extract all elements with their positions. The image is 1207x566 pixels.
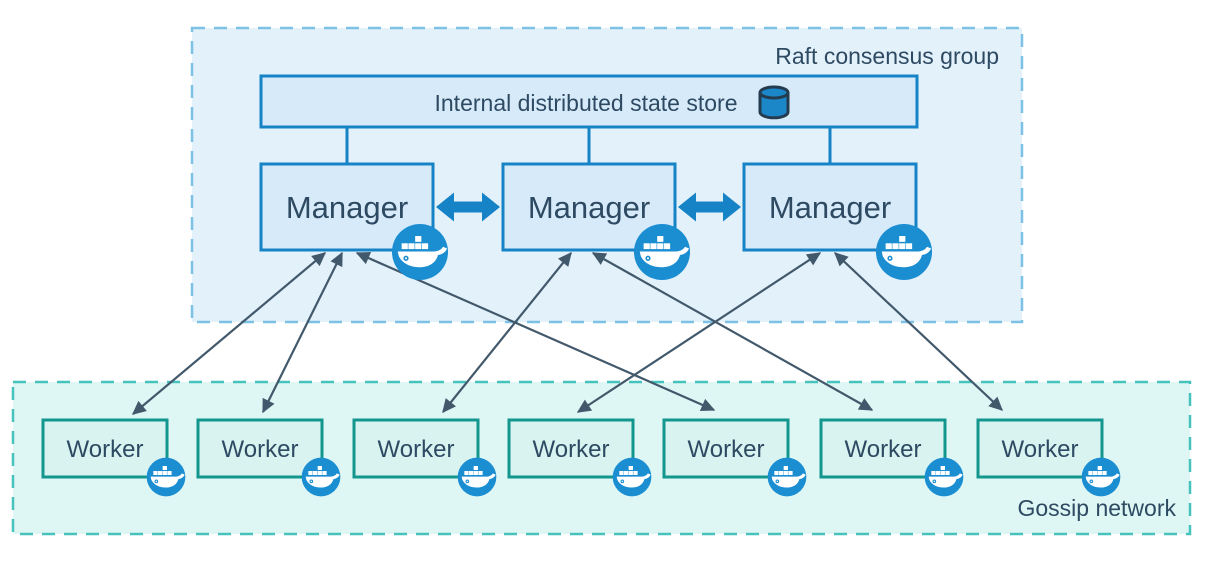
- manager2-manager3-peer-arrow: [678, 192, 741, 222]
- docker-whale-icon: [633, 223, 691, 281]
- gossip-network-label: Gossip network: [1017, 495, 1176, 521]
- worker-3-box: [352, 418, 480, 479]
- worker-5-node: Worker: [662, 418, 790, 479]
- worker-7-node: Worker: [976, 418, 1104, 479]
- worker-2-label: Worker: [222, 436, 299, 463]
- manager1-manager2-peer-arrow: [436, 192, 500, 222]
- docker-whale-icon: [146, 457, 186, 497]
- manager-1-label: Manager: [286, 190, 408, 225]
- worker-6-label: Worker: [845, 436, 922, 463]
- worker-2-node: Worker: [196, 418, 324, 479]
- worker-5-box: [662, 418, 790, 479]
- edge-manager3-worker7: [834, 252, 1003, 411]
- docker-whale-icon: [612, 457, 652, 497]
- worker-4-node: Worker: [507, 418, 635, 479]
- manager-2-label: Manager: [528, 190, 650, 225]
- worker-6-node: Worker: [819, 418, 947, 479]
- docker-whale-icon: [301, 457, 341, 497]
- docker-whale-icon: [875, 223, 933, 281]
- docker-whale-icon: [1081, 457, 1121, 497]
- manager-3-label: Manager: [769, 190, 891, 225]
- docker-whale-icon: [457, 457, 497, 497]
- database-cylinder-icon: [758, 85, 790, 120]
- worker-1-label: Worker: [67, 436, 144, 463]
- worker-7-box: [976, 418, 1104, 479]
- docker-whale-icon: [924, 457, 964, 497]
- state-store-label: Internal distributed state store: [435, 90, 738, 116]
- worker-4-label: Worker: [533, 436, 610, 463]
- worker-1-node: Worker: [41, 418, 169, 479]
- edge-manager3-worker4: [576, 252, 822, 413]
- raft-consensus-group-label: Raft consensus group: [775, 43, 999, 69]
- edge-manager2-worker3: [442, 251, 572, 414]
- worker-3-node: Worker: [352, 418, 480, 479]
- worker-3-label: Worker: [378, 436, 455, 463]
- worker-6-box: [819, 418, 947, 479]
- edge-manager1-worker2: [262, 251, 343, 414]
- worker-1-box: [41, 418, 169, 479]
- docker-whale-icon: [767, 457, 807, 497]
- docker-whale-icon: [391, 223, 449, 281]
- worker-7-label: Worker: [1002, 436, 1079, 463]
- worker-2-box: [196, 418, 324, 479]
- worker-4-box: [507, 418, 635, 479]
- state-store-box: [259, 74, 919, 129]
- worker-5-label: Worker: [688, 436, 765, 463]
